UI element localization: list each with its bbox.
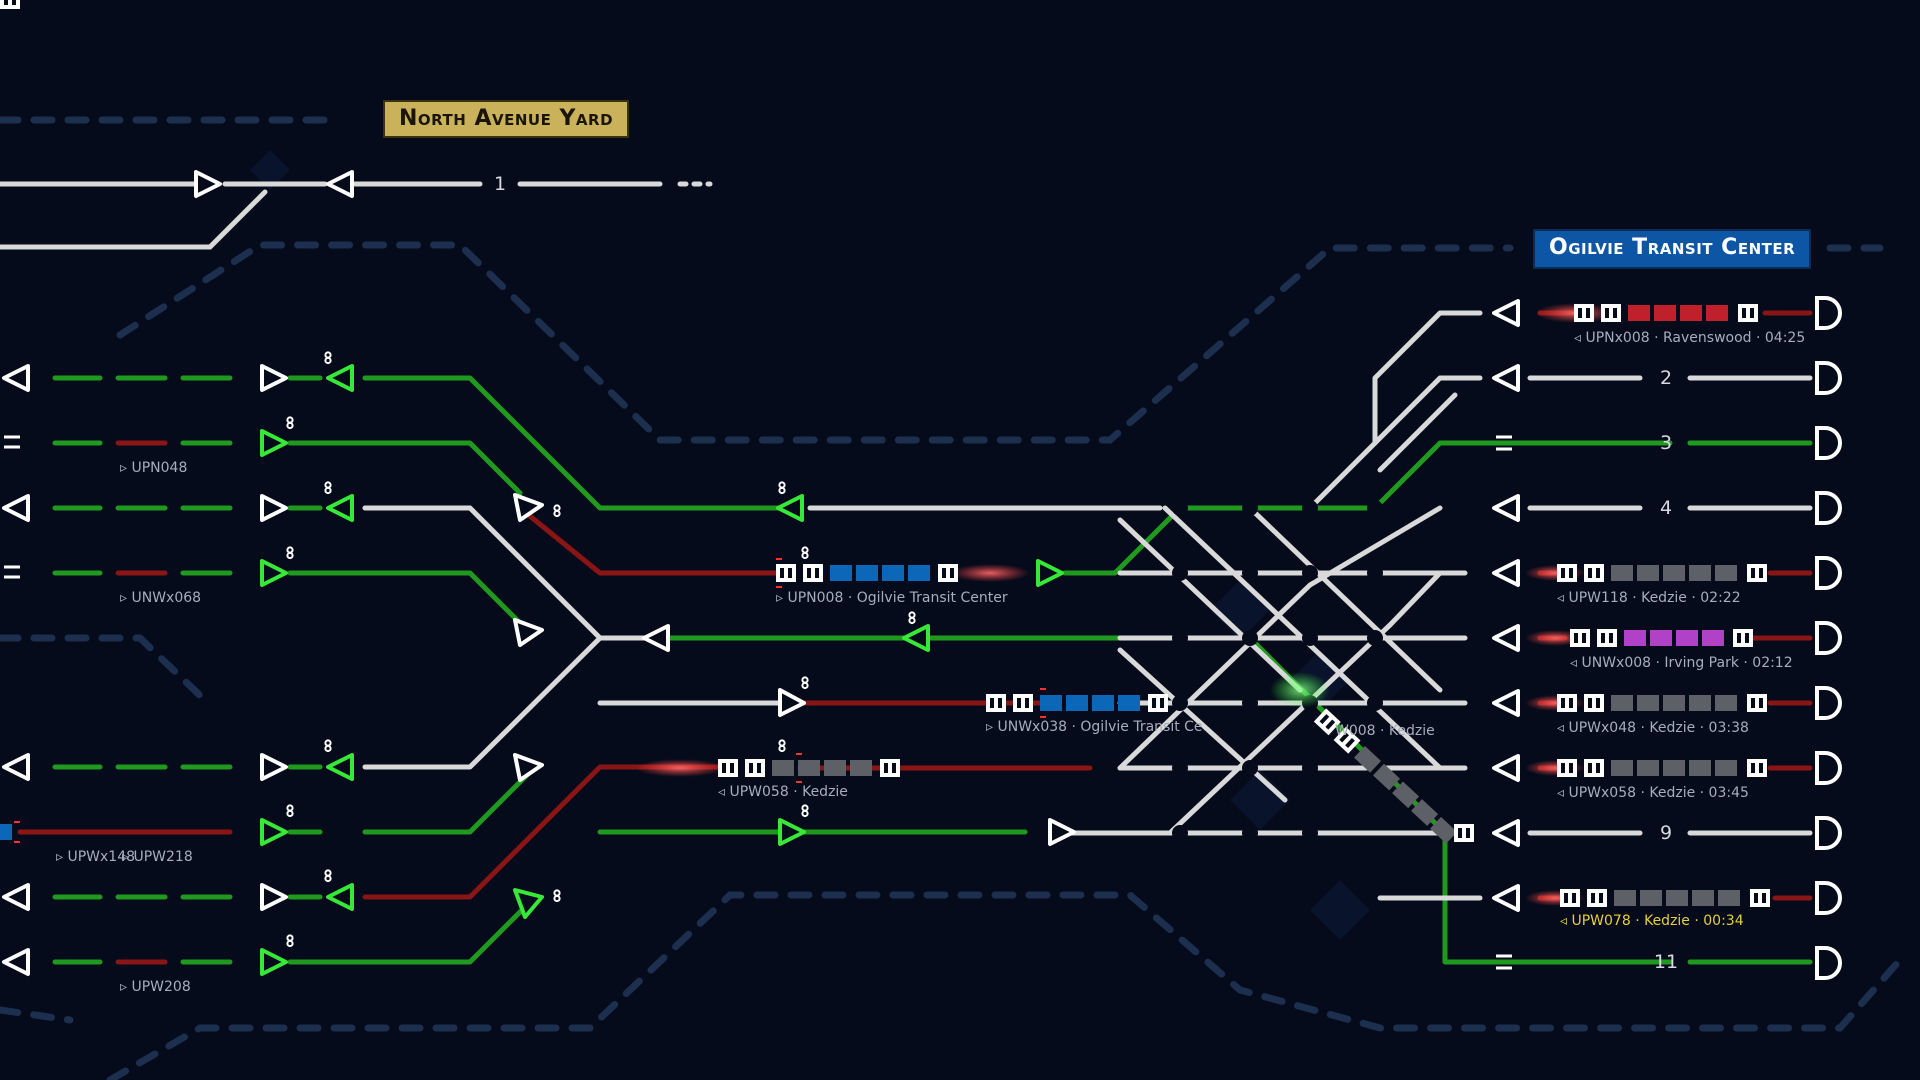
direction-arrow-icon: ◃ [718, 784, 730, 800]
direction-arrow-icon: ◃ [1570, 655, 1582, 671]
platform-number-4: 4 [1659, 497, 1673, 519]
buffer-stop-icon [1815, 946, 1842, 980]
platform-number-2: 2 [1659, 367, 1673, 389]
station-ogilvie-transit-center[interactable]: Ogilvie Transit Center [1533, 229, 1812, 269]
direction-arrow-icon: ▹ [120, 590, 132, 606]
platform-number-9: 9 [1659, 822, 1673, 844]
direction-arrow-icon: ▹ [986, 719, 998, 735]
buffer-stop-icon [1815, 556, 1842, 590]
train-upw058 [718, 753, 900, 783]
buffer-stop-icon [1815, 686, 1842, 720]
junction-dots [1172, 500, 1383, 841]
train-label-alert[interactable]: ◃ UPW078 · Kedzie · 00:34 [1560, 913, 1744, 929]
train-label[interactable]: ▹ UNWx038 · Ogilvie Transit Ce [986, 719, 1203, 735]
train-upnx008 [1574, 304, 1758, 322]
direction-arrow-icon: ▹ [56, 849, 68, 865]
direction-arrow-icon: ▹ [120, 979, 132, 995]
direction-arrow-icon: ▹ [120, 460, 132, 476]
platform-number-3: 3 [1659, 432, 1673, 454]
train-label[interactable]: ▹ UPN008 · Ogilvie Transit Center [776, 590, 1008, 606]
buffer-stop-icon [1815, 881, 1842, 915]
buffer-stop-icon [1815, 426, 1842, 460]
train-w008 [1313, 708, 1458, 844]
train-upwx058 [1557, 759, 1767, 777]
train-label[interactable]: W008 · Kedzie [1335, 723, 1435, 739]
signals[interactable] [2, 170, 1520, 976]
train-unwx008 [1570, 629, 1753, 647]
boundary-outline [0, 116, 1904, 1080]
signal-triangle-icon [194, 170, 222, 198]
buffer-stop-icon [1815, 361, 1842, 395]
train-label[interactable]: ▹ UPN048 [120, 460, 188, 476]
train-label[interactable]: ▹ UPW218 [122, 849, 193, 865]
direction-arrow-icon: ◃ [1574, 330, 1586, 346]
station-north-avenue-yard[interactable]: North Avenue Yard [383, 100, 630, 138]
trains[interactable] [0, 0, 1770, 907]
buffer-stop-icon [1815, 816, 1842, 850]
yard-tracks [0, 181, 713, 250]
approach-tracks [17, 375, 323, 965]
train-upwx048 [1557, 694, 1767, 712]
train-unwx038 [986, 688, 1168, 718]
buffer-stops [1815, 296, 1842, 980]
signal-triangle-icon [2, 364, 30, 976]
train-label[interactable]: ◃ UPWx058 · Kedzie · 03:45 [1557, 785, 1749, 801]
train-upn008 [776, 558, 958, 588]
direction-arrow-icon: ◃ [1557, 785, 1569, 801]
platform-gap-icon [4, 435, 1512, 970]
direction-arrow-icon: ◃ [1557, 720, 1569, 736]
train-label[interactable]: ▹ UPWx148 [56, 849, 136, 865]
train-label[interactable]: ◃ UPNx008 · Ravenswood · 04:25 [1574, 330, 1806, 346]
direction-arrow-icon: ▹ [776, 590, 788, 606]
buffer-stop-icon [1815, 621, 1842, 655]
train-label[interactable]: ▹ UPW208 [120, 979, 191, 995]
train-upw118 [1557, 564, 1767, 582]
buffer-stop-icon [1815, 491, 1842, 525]
direction-arrow-icon: ▹ [122, 849, 134, 865]
signal-triangle-icon [326, 170, 354, 198]
train-upw078 [1560, 889, 1770, 907]
direction-arrow-icon: ◃ [1560, 913, 1572, 929]
buffer-stop-icon [1815, 751, 1842, 785]
train-label[interactable]: ▹ UNWx068 [120, 590, 202, 606]
train-cab [0, 0, 20, 9]
buffer-stop-icon [1815, 296, 1842, 330]
train-label[interactable]: ◃ UPW118 · Kedzie · 02:22 [1557, 590, 1741, 606]
train-offscreen [0, 821, 20, 843]
background-diamonds [250, 150, 1370, 940]
platform-number-11: 11 [1653, 951, 1679, 973]
train-label[interactable]: ◃ UNWx008 · Irving Park · 02:12 [1570, 655, 1793, 671]
train-label[interactable]: ◃ UPWx048 · Kedzie · 03:38 [1557, 720, 1749, 736]
platform-number-1: 1 [493, 173, 507, 195]
direction-arrow-icon: ◃ [1557, 590, 1569, 606]
train-label[interactable]: ◃ UPW058 · Kedzie [718, 784, 848, 800]
